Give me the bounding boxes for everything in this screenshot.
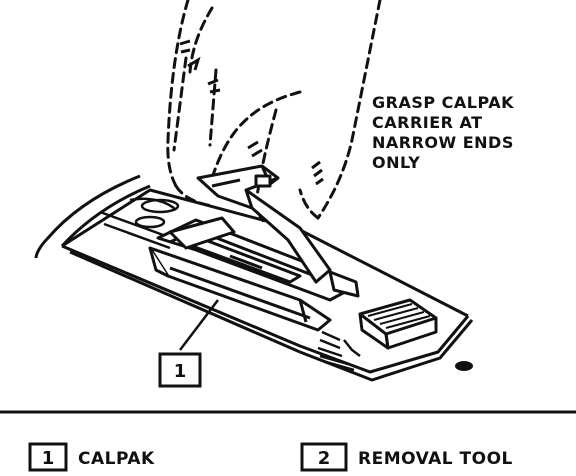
legend-item-2-number: 2 — [318, 448, 331, 469]
legend-item-1: 1 CALPAK — [28, 442, 155, 472]
hand-outline — [166, 0, 382, 224]
instruction-line-1: GRASP CALPAK — [372, 93, 514, 112]
legend-item-1-box — [28, 442, 68, 472]
board-component — [455, 361, 473, 371]
callout-1-marker-number: 1 — [174, 361, 187, 382]
legend-item-2: 2 REMOVAL TOOL — [300, 442, 513, 472]
board-connector — [99, 197, 180, 250]
callout-1-leader — [179, 299, 219, 351]
finger-crease-marks — [179, 39, 324, 186]
instruction-note: GRASP CALPAK CARRIER AT NARROW ENDS ONLY — [372, 93, 514, 172]
legend-item-1-number: 1 — [42, 448, 55, 469]
instruction-line-3: NARROW ENDS — [372, 133, 514, 152]
legend-item-2-label: REMOVAL TOOL — [358, 449, 513, 469]
calpak-carrier — [148, 216, 360, 332]
removal-tool — [196, 164, 332, 284]
instruction-line-2: CARRIER AT — [372, 113, 483, 132]
board-chip — [358, 298, 438, 350]
instruction-line-4: ONLY — [372, 153, 420, 172]
legend-item-2-box — [300, 442, 348, 472]
board-traces — [317, 330, 361, 372]
legend-item-1-label: CALPAK — [78, 449, 155, 469]
callout-1-marker: 1 — [158, 352, 202, 388]
